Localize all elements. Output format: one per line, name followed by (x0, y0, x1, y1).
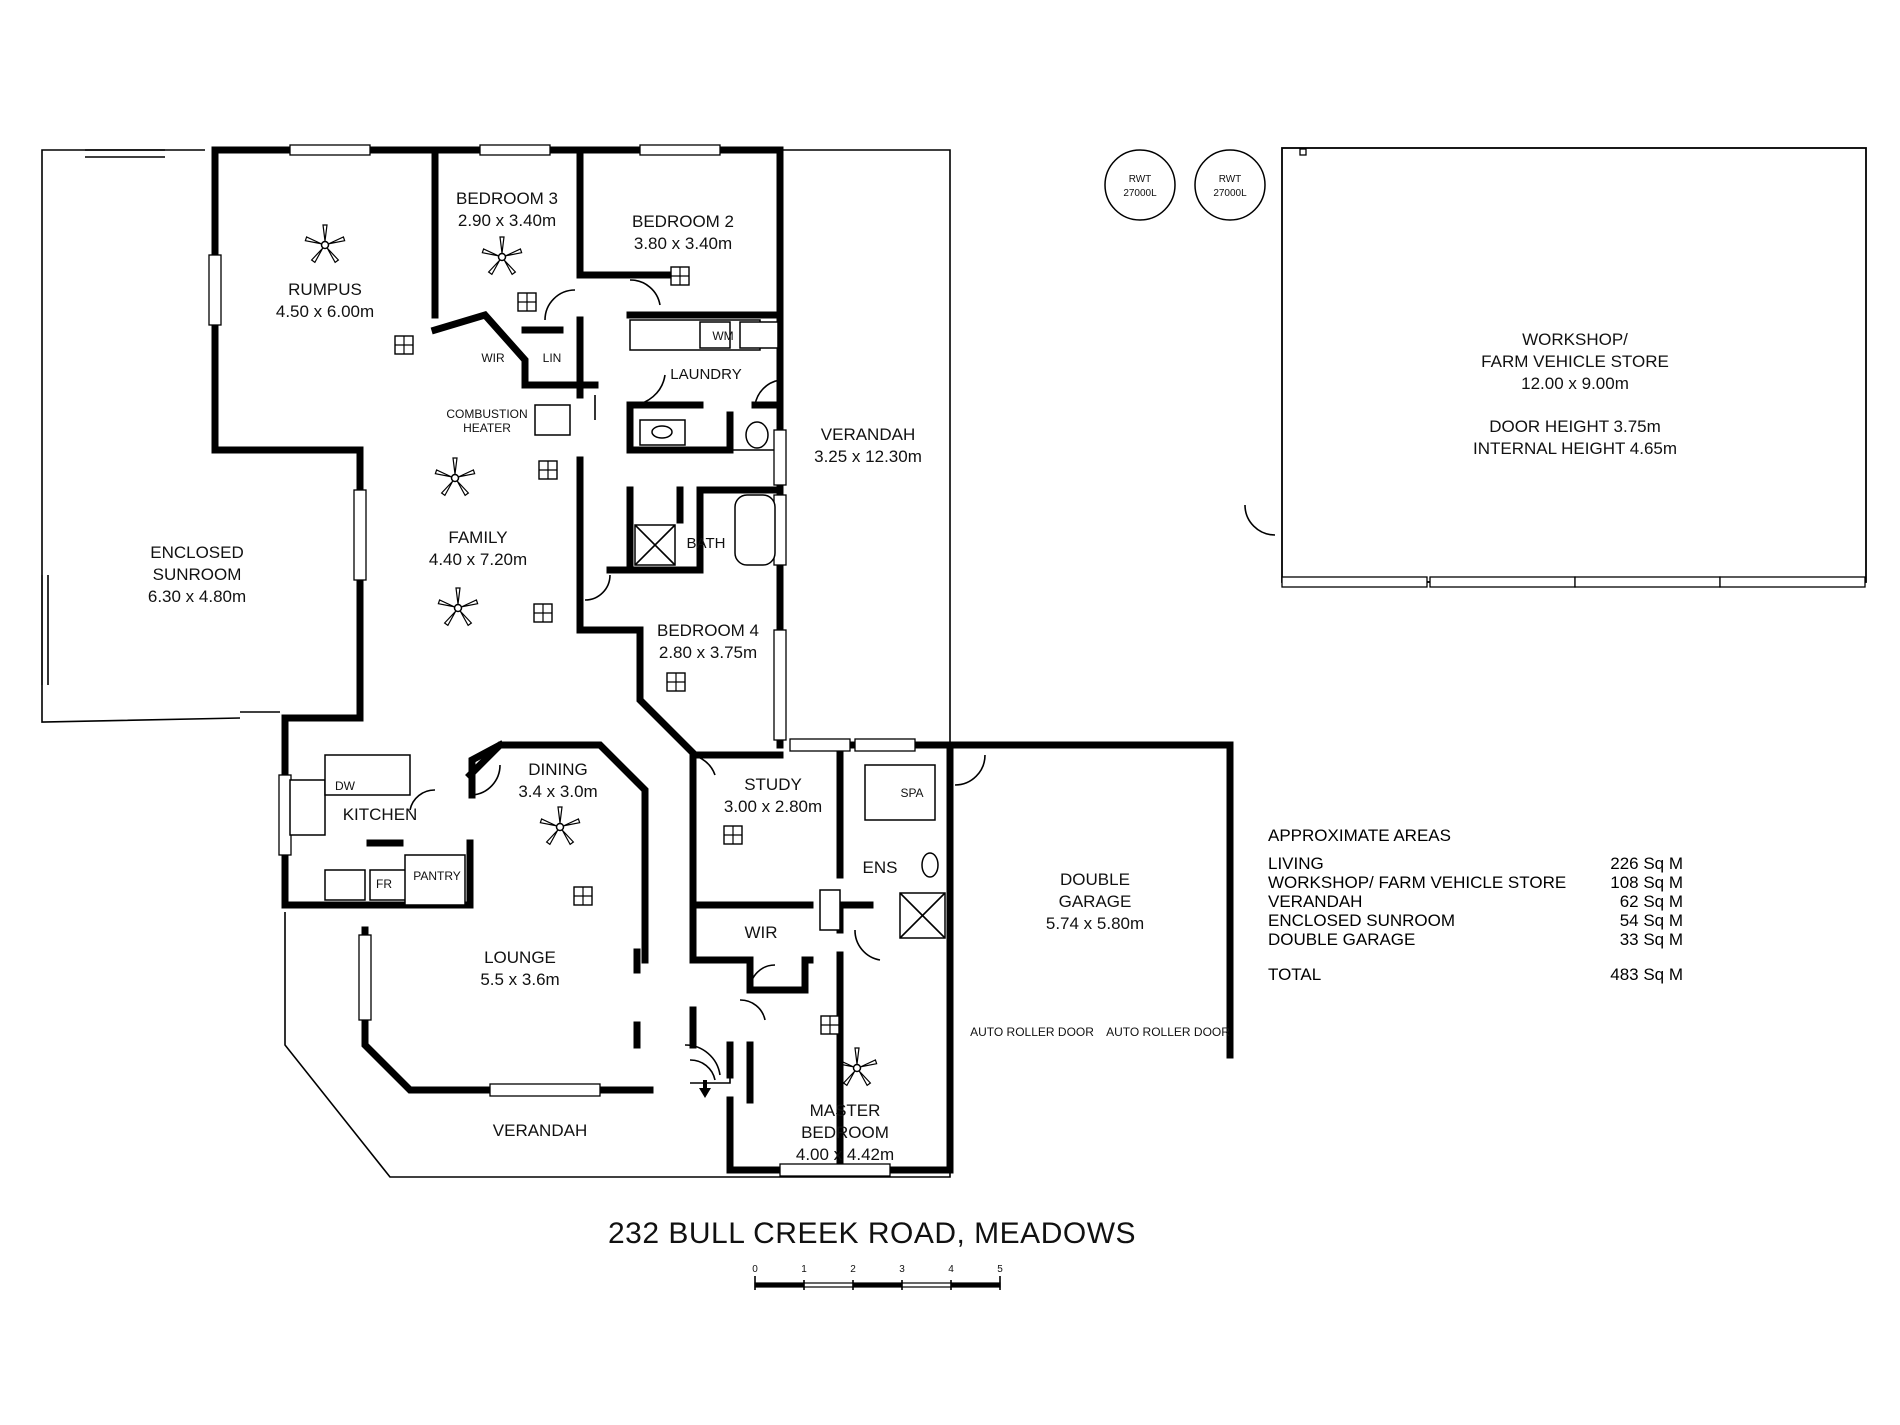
label-wir-mid: WIR (744, 923, 777, 942)
room-workshop-internal-height: INTERNAL HEIGHT 4.65m (1473, 439, 1677, 458)
room-master-name-2: BEDROOM (801, 1123, 889, 1142)
room-garage-size: 5.74 x 5.80m (1046, 914, 1144, 933)
areas-row-value: 226 Sq M (1610, 854, 1683, 873)
fixtures (289, 319, 946, 939)
room-workshop-name-1: WORKSHOP/ (1522, 330, 1628, 349)
scale-tick-label: 3 (899, 1264, 905, 1275)
room-sunroom-size: 6.30 x 4.80m (148, 587, 246, 606)
room-lounge-name: LOUNGE (484, 948, 556, 967)
label-wm: WM (712, 329, 733, 343)
room-family-name: FAMILY (448, 528, 507, 547)
label-bath: BATH (687, 535, 726, 552)
room-garage-name-1: DOUBLE (1060, 870, 1130, 889)
rwt-2-label: RWT (1219, 174, 1242, 185)
sunroom-outline (41, 149, 280, 723)
rainwater-tank-1 (1104, 149, 1176, 221)
label-wir-top: WIR (481, 351, 505, 365)
areas-row-value: 108 Sq M (1610, 873, 1683, 892)
scale-tick-label: 4 (948, 1264, 954, 1275)
label-kitchen: KITCHEN (343, 805, 418, 824)
room-rumpus-name: RUMPUS (288, 280, 362, 299)
label-dw: DW (335, 779, 356, 793)
areas-row-label: WORKSHOP/ FARM VEHICLE STORE (1268, 873, 1566, 892)
room-master-size: 4.00 x 4.42m (796, 1145, 894, 1164)
room-family-size: 4.40 x 7.20m (429, 550, 527, 569)
room-bedroom3-name: BEDROOM 3 (456, 189, 558, 208)
room-verandah-east-size: 3.25 x 12.30m (814, 447, 922, 466)
scale-tick-label: 2 (850, 1264, 856, 1275)
room-sunroom-name-2: SUNROOM (153, 565, 242, 584)
room-garage-name-2: GARAGE (1059, 892, 1132, 911)
room-lounge-size: 5.5 x 3.6m (480, 970, 559, 989)
scale-tick-label: 0 (752, 1264, 758, 1275)
room-study-name: STUDY (744, 775, 802, 794)
workshop-outline (1281, 147, 1867, 588)
rainwater-tank-2 (1194, 149, 1266, 221)
rwt-2-capacity: 27000L (1213, 188, 1247, 199)
label-fr: FR (376, 877, 392, 891)
room-rumpus-size: 4.50 x 6.00m (276, 302, 374, 321)
room-sunroom-name-1: ENCLOSED (150, 543, 244, 562)
room-bedroom4-size: 2.80 x 3.75m (659, 643, 757, 662)
room-workshop-door-height: DOOR HEIGHT 3.75m (1489, 417, 1661, 436)
rwt-1-label: RWT (1129, 174, 1152, 185)
areas-row-value: 62 Sq M (1620, 892, 1683, 911)
room-dining-name: DINING (528, 760, 588, 779)
areas-row-value: 54 Sq M (1620, 911, 1683, 930)
room-workshop-name-2: FARM VEHICLE STORE (1481, 352, 1669, 371)
areas-row-label: DOUBLE GARAGE (1268, 930, 1415, 949)
label-ens: ENS (863, 858, 898, 877)
areas-row-value: 33 Sq M (1620, 930, 1683, 949)
room-study-size: 3.00 x 2.80m (724, 797, 822, 816)
areas-total-value: 483 Sq M (1610, 965, 1683, 984)
label-heater: HEATER (463, 421, 511, 435)
areas-total-label: TOTAL (1268, 965, 1321, 984)
areas-row-label: VERANDAH (1268, 892, 1362, 911)
label-combustion: COMBUSTION (446, 407, 527, 421)
room-dining-size: 3.4 x 3.0m (518, 782, 597, 801)
areas-table: APPROXIMATE AREAS LIVING 226 Sq M WORKSH… (1268, 826, 1683, 984)
doors (409, 279, 1276, 1084)
plan-title: 232 BULL CREEK ROAD, MEADOWS (608, 1217, 1136, 1250)
scale-tick-label: 1 (801, 1264, 807, 1275)
label-auto-door-2: AUTO ROLLER DOOR (1106, 1025, 1230, 1039)
room-bedroom2-size: 3.80 x 3.40m (634, 234, 732, 253)
room-bedroom2-name: BEDROOM 2 (632, 212, 734, 231)
ceiling-fans (304, 224, 878, 1087)
areas-heading: APPROXIMATE AREAS (1268, 826, 1451, 845)
scale-bar: 0 1 2 3 4 5 (752, 1264, 1003, 1290)
label-lin: LIN (543, 351, 562, 365)
room-verandah-south-name: VERANDAH (493, 1121, 587, 1140)
label-auto-door-1: AUTO ROLLER DOOR (970, 1025, 1094, 1039)
areas-row-label: LIVING (1268, 854, 1324, 873)
room-bedroom4-name: BEDROOM 4 (657, 621, 759, 640)
label-spa: SPA (900, 786, 923, 800)
room-workshop-size: 12.00 x 9.00m (1521, 374, 1629, 393)
rainwater-tanks: RWT 27000L RWT 27000L (1104, 149, 1266, 221)
entry-arrow-icon (699, 1080, 711, 1098)
room-master-name-1: MASTER (810, 1101, 881, 1120)
areas-row-label: ENCLOSED SUNROOM (1268, 911, 1455, 930)
room-bedroom3-size: 2.90 x 3.40m (458, 211, 556, 230)
label-pantry: PANTRY (413, 869, 461, 883)
room-verandah-east-name: VERANDAH (821, 425, 915, 444)
scale-tick-label: 5 (997, 1264, 1003, 1275)
label-laundry: LAUNDRY (670, 366, 741, 383)
verandah-east-outline (780, 149, 951, 745)
rwt-1-capacity: 27000L (1123, 188, 1157, 199)
windows (208, 144, 1307, 1177)
